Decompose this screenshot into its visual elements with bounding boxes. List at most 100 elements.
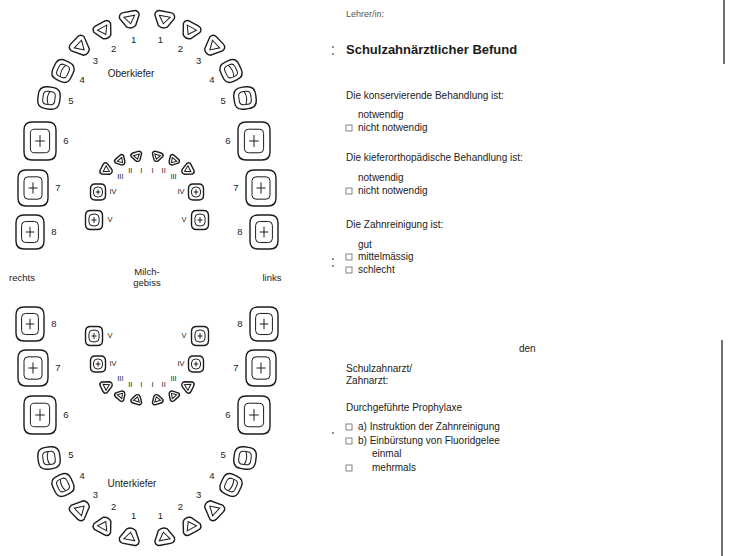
form-text: Die Zahnreinigung ist: [346,219,443,231]
tooth-number: 8 [51,227,56,238]
tooth-crown [68,34,95,61]
tooth-fissure [238,451,252,466]
tooth-fissure [158,15,170,25]
primary-tooth-number: IV [109,188,116,197]
tooth-crown [200,496,227,523]
tooth-outline [92,19,117,43]
tooth-outline [178,513,203,537]
tooth-crown [18,350,48,386]
option-text: mittelmässig [358,251,414,263]
tooth-outline [238,396,270,434]
tooth-fissure [117,157,125,164]
tooth-crown [91,356,106,372]
tooth-crown [179,162,195,178]
tooth-number: 3 [93,55,98,66]
tooth-outline [166,154,181,168]
tooth-number: 5 [221,95,226,106]
tooth-crown [68,496,95,523]
tooth-fissure [223,63,238,79]
tooth-outline [250,307,278,341]
tooth-crown [189,356,204,372]
tooth-number: 8 [51,319,56,330]
tooth-fissure [89,214,99,226]
tooth-crown [200,34,227,61]
primary-tooth-number: II [128,167,132,176]
tooth-number: 7 [233,183,238,194]
tooth-fissure [55,63,70,79]
tooth-fissure [256,313,273,334]
tooth-crown [50,57,77,84]
form-field: Lehrer/in: [346,9,384,19]
primary-tooth-number: I [152,167,154,176]
tooth-outline [246,350,276,386]
option-text: notwendig [358,172,404,184]
tooth-outline [99,378,115,394]
tooth-outline [99,162,115,178]
tooth-fissure [94,359,103,369]
tooth-crown [24,122,56,160]
tooth-outline [91,356,106,372]
tooth-fissure [94,187,103,197]
tooth-crown [86,327,103,346]
tooth-outline [150,151,163,163]
tooth-crown [238,396,270,434]
tooth-outline [238,122,270,160]
tooth-fissure [195,214,205,226]
tooth-crown [150,393,163,405]
tooth-outline [86,211,103,230]
tooth-number: 2 [111,43,116,54]
tooth-outline [24,396,56,434]
tooth-number: 4 [79,471,84,482]
tooth-crown [92,513,117,537]
tooth-number: 6 [63,136,68,147]
tooth-fissure [223,477,238,493]
tooth-crown [91,184,106,200]
tooth-fissure [192,187,201,197]
form-text: Durchgeführte Prophylaxe [346,402,462,414]
tooth-fissure [153,154,160,160]
tooth-crown [189,184,204,200]
tooth-crown [178,513,203,537]
tooth-crown [179,378,195,394]
jaw-label: Milch- gebiss [127,267,167,289]
form-text: Die kieferorthopädische Behandlung ist: [346,152,523,164]
tooth-number: 5 [68,450,73,461]
form-title: Schulzahnärztlicher Befund [346,43,517,58]
tooth-number: 2 [178,43,183,54]
tooth-fissure [74,502,87,515]
tooth-crown [238,122,270,160]
primary-tooth-number: IV [177,188,184,197]
tooth-outline [233,446,258,471]
tooth-outline [178,19,203,43]
tooth-fissure [124,15,136,25]
primary-tooth-number: V [107,216,112,225]
tooth-outline [16,307,44,341]
tooth-crown [153,526,176,546]
tooth-fissure [195,330,205,342]
tooth-outline [92,513,117,537]
primary-tooth-number: I [152,380,154,389]
tooth-fissure [98,25,111,37]
tooth-number: 3 [196,490,201,501]
tooth-outline [246,170,276,206]
jaw-label: Unterkiefer [108,478,157,490]
tooth-fissure [252,177,270,199]
tooth-outline [233,86,258,111]
tooth-fissure [22,221,39,242]
tooth-crown [166,154,181,168]
primary-tooth-number: I [140,167,142,176]
form-text: Die konservierende Behandlung ist: [346,90,504,102]
tooth-outline [18,350,48,386]
tooth-fissure [244,129,263,153]
tooth-number: 6 [225,410,230,421]
tooth-outline [68,496,95,523]
tooth-fissure [206,502,219,515]
tooth-outline [24,122,56,160]
tooth-outline [150,393,163,405]
side-label: rechts [9,273,35,284]
tooth-fissure [238,91,252,106]
option-text: notwendig [358,109,404,121]
tooth-crown [86,211,103,230]
tooth-fissure [183,382,191,390]
tooth-crown [246,170,276,206]
